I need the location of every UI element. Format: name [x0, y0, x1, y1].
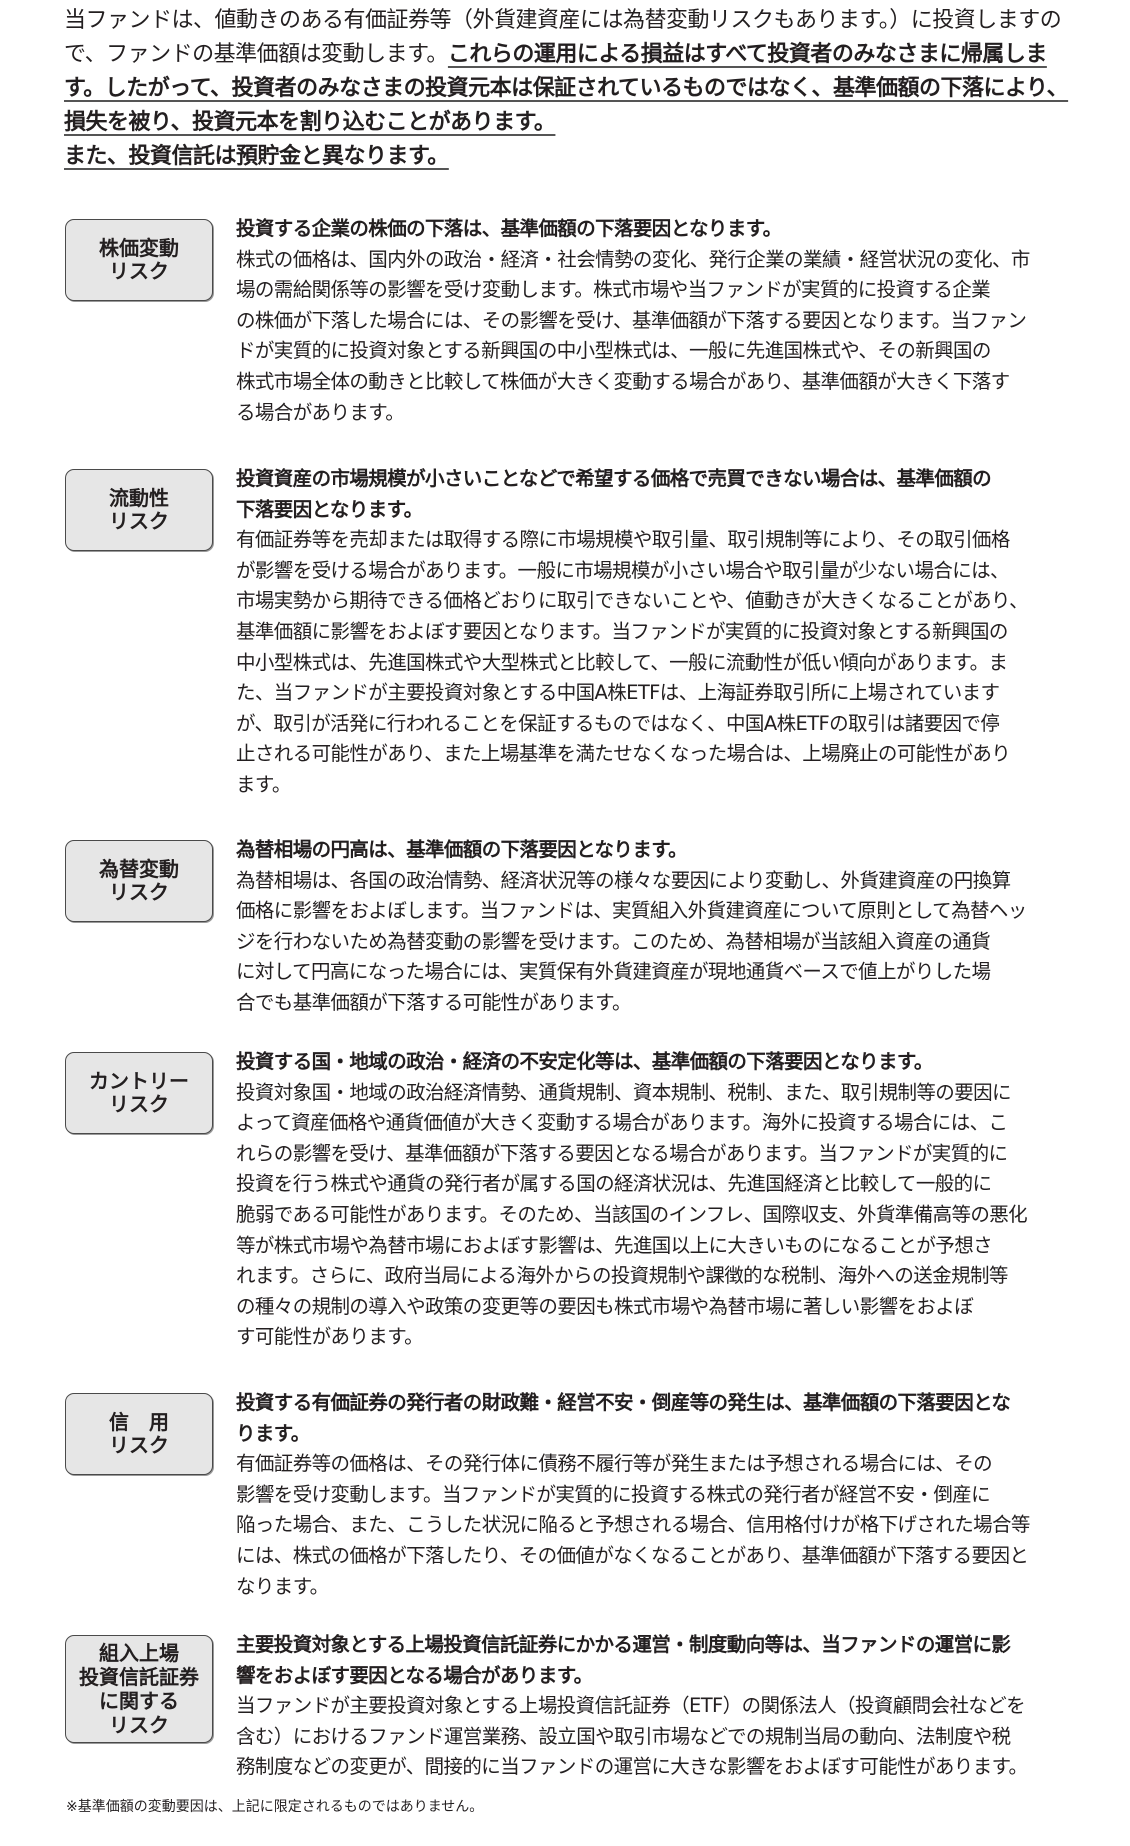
intro-line: す。したがって、投資者のみなさまの投資元本は保証されているものではなく、基準価額…: [64, 72, 1069, 106]
risk-body-line: なります。: [236, 1574, 329, 1598]
risk-heading: 響をおよぼす要因となる場合があります。: [236, 1663, 593, 1687]
risk-label-text: リスク: [109, 880, 169, 904]
risk-body-line: 当ファンドが主要投資対象とする上場投資信託証券（ETF）の関係法人（投資顧問会社…: [236, 1694, 1026, 1718]
risk-body-line: 脆弱である可能性があります。そのため、当該国のインフレ、国際収支、外貨準備高等の…: [236, 1202, 1028, 1226]
intro-line: また、投資信託は預貯金と異なります。: [64, 140, 1068, 174]
risk-label-text: リスク: [109, 1433, 169, 1457]
risk-heading: ります。: [236, 1421, 310, 1445]
risk-label-text: リスク: [109, 509, 169, 533]
risk-body-line: 投資を行う株式や通貨の発行者が属する国の経済状況は、先進国経済と比較して一般的に: [236, 1172, 992, 1196]
risk-body-line: る場合があります。: [236, 400, 405, 424]
risk-label-box: カントリーリスク: [65, 1052, 213, 1134]
risk-label-text: リスク: [109, 1713, 169, 1737]
risk-body-line: 価格に影響をおよぼします。当ファンドは、実質組入外貨建資産について原則として為替…: [236, 899, 1027, 923]
intro-disclaimer: 当ファンドは、値動きのある有価証券等（外貨建資産には為替変動リスクもあります。）…: [64, 4, 1069, 174]
risk-body-line: が、取引が活発に行われることを保証するものではなく、中国A株ETFの取引は諸要因…: [236, 711, 1000, 735]
intro-line: 当ファンドは、値動きのある有価証券等（外貨建資産には為替変動リスクもあります。）…: [64, 8, 1062, 33]
risk-body-line: 陥った場合、また、こうした状況に陥ると予想される場合、信用格付けが格下げされた場…: [236, 1513, 1030, 1537]
risk-description: 為替相場の円高は、基準価額の下落要因となります。為替相場は、各国の政治情勢、経済…: [236, 835, 1027, 1019]
risk-heading: 投資する国・地域の政治・経済の不安定化等は、基準価額の下落要因となります。: [236, 1050, 933, 1073]
risk-label-box: 為替変動リスク: [65, 840, 213, 922]
intro-line: 損失を被り、投資元本を割り込むことがあります。: [64, 106, 1068, 140]
risk-body-line: 有価証券等の価格は、その発行体に債務不履行等が発生または予想される場合には、その: [236, 1452, 993, 1476]
risk-label-text: 組入上場: [99, 1641, 179, 1665]
risk-heading: 下落要因となります。: [236, 497, 423, 521]
risk-body-line: よって資産価格や通貨価値が大きく変動する場合があります。海外に投資する場合には、…: [236, 1111, 1008, 1135]
risk-label-text: 流動性: [109, 486, 169, 510]
intro-emphasis: これらの運用による損益はすべて投資者のみなさまに帰属しま: [447, 42, 1047, 67]
risk-body-line: が影響を受ける場合があります。一般に市場規模が小さい場合や取引量が少ない場合には…: [236, 558, 1010, 582]
risk-body-line: ジを行わないため為替変動の影響を受けます。このため、為替相場が当該組入資産の通貨: [236, 929, 991, 953]
risk-body-line: 影響を受け変動します。当ファンドが実質的に投資する株式の発行者が経営不安・倒産に: [236, 1482, 991, 1506]
intro-emphasis: 損失を被り、投資元本を割り込むことがあります。: [64, 110, 556, 135]
risk-body-line: 有価証券等を売却または取得する際に市場規模や取引量、取引規制等により、その取引価…: [236, 528, 1010, 552]
risk-body-line: た、当ファンドが主要投資対象とする中国A株ETFは、上海証券取引所に上場されてい…: [236, 681, 1000, 705]
risk-label-text: 投資信託証券: [79, 1665, 199, 1689]
risk-description: 主要投資対象とする上場投資信託証券にかかる運営・制度動向等は、当ファンドの運営に…: [236, 1630, 1028, 1783]
risk-heading: 投資する企業の株価の下落は、基準価額の下落要因となります。: [236, 217, 782, 240]
risk-body-line: 合でも基準価額が下落する可能性があります。: [236, 990, 632, 1014]
risk-body-line: 基準価額に影響をおよぼす要因となります。当ファンドが実質的に投資対象とする新興国…: [236, 619, 1008, 643]
risk-body-line: 市場実勢から期待できる価格どおりに取引できないことや、値動きが大きくなることがあ…: [236, 589, 1029, 613]
intro-emphasis: また、投資信託は預貯金と異なります。: [64, 144, 449, 169]
risk-label-text: 株価変動: [99, 236, 179, 260]
risk-body-line: の種々の規制の導入や政策の変更等の要因も株式市場や為替市場に著しい影響をおよぼ: [236, 1294, 974, 1318]
risk-label-box: 組入上場投資信託証券に関するリスク: [65, 1635, 213, 1743]
risk-body-line: の株価が下落した場合には、その影響を受け、基準価額が下落する要因となります。当フ…: [236, 308, 1027, 332]
risk-body-line: れらの影響を受け、基準価額が下落する要因となる場合があります。当ファンドが実質的…: [236, 1141, 1008, 1165]
risk-body-line: には、株式の価格が下落したり、その価値がなくなることがあり、基準価額が下落する要…: [236, 1543, 1029, 1567]
risk-body-line: に対して円高になった場合には、実質保有外貨建資産が現地通貨ベースで値上がりした場: [236, 960, 991, 984]
intro-line: で、ファンドの基準価額は変動します。これらの運用による損益はすべて投資者のみなさ…: [64, 38, 1068, 72]
risk-label-text: リスク: [109, 1092, 169, 1116]
risk-body-line: ドが実質的に投資対象とする新興国の中小型株式は、一般に先進国株式や、その新興国の: [236, 339, 991, 363]
risk-body-line: 止される可能性があり、また上場基準を満たせなくなった場合は、上場廃止の可能性があ…: [236, 742, 1011, 766]
risk-description: 投資する国・地域の政治・経済の不安定化等は、基準価額の下落要因となります。投資対…: [236, 1047, 1028, 1353]
risk-body-line: 株式市場全体の動きと比較して株価が大きく変動する場合があり、基準価額が大きく下落…: [236, 369, 1010, 393]
intro-text: で、ファンドの基準価額は変動します。: [64, 42, 448, 67]
risk-body-line: 中小型株式は、先進国株式や大型株式と比較して、一般に流動性が低い傾向があります。…: [236, 650, 1008, 674]
risk-body-line: 投資対象国・地域の政治経済情勢、通貨規制、資本規制、税制、また、取引規制等の要因…: [236, 1080, 1012, 1104]
risk-description: 投資する有価証券の発行者の財政難・経営不安・倒産等の発生は、基準価額の下落要因と…: [236, 1388, 1030, 1602]
risk-description: 投資する企業の株価の下落は、基準価額の下落要因となります。株式の価格は、国内外の…: [236, 214, 1030, 428]
risk-label-text: カントリー: [89, 1069, 189, 1093]
risk-label-box: 株価変動リスク: [65, 219, 213, 301]
risk-heading: 主要投資対象とする上場投資信託証券にかかる運営・制度動向等は、当ファンドの運営に…: [236, 1633, 1011, 1656]
risk-body-line: 等が株式市場や為替市場におよぼす影響は、先進国以上に大きいものになることが予想さ: [236, 1233, 993, 1257]
risk-label-text: に関する: [99, 1689, 179, 1713]
risk-body-line: 株式の価格は、国内外の政治・経済・社会情勢の変化、発行企業の業績・経営状況の変化…: [236, 247, 1030, 271]
risk-heading: 投資資産の市場規模が小さいことなどで希望する価格で売買できない場合は、基準価額の: [236, 467, 992, 490]
risk-label-text: 信 用: [109, 1410, 169, 1434]
risk-description: 投資資産の市場規模が小さいことなどで希望する価格で売買できない場合は、基準価額の…: [236, 464, 1029, 801]
risk-body-line: れます。さらに、政府当局による海外からの投資規制や課徴的な税制、海外への送金規制…: [236, 1264, 1008, 1288]
risk-body-line: 務制度などの変更が、間接的に当ファンドの運営に大きな影響をおよぼす可能性がありま…: [236, 1755, 1028, 1779]
risk-heading: 為替相場の円高は、基準価額の下落要因となります。: [236, 838, 688, 861]
footnote: ※基準価額の変動要因は、上記に限定されるものではありません。: [66, 1799, 484, 1815]
risk-label-box: 信 用リスク: [65, 1393, 213, 1475]
risk-label-text: リスク: [109, 259, 169, 283]
risk-body-line: 含む）におけるファンド運営業務、設立国や取引市場などでの規制当局の動向、法制度や…: [236, 1724, 1011, 1748]
risk-body-line: ます。: [236, 772, 291, 796]
risk-body-line: 場の需給関係等の影響を受け変動します。株式市場や当ファンドが実質的に投資する企業: [236, 278, 991, 302]
intro-emphasis: す。したがって、投資者のみなさまの投資元本は保証されているものではなく、基準価額…: [64, 76, 1069, 101]
risk-heading: 投資する有価証券の発行者の財政難・経営不安・倒産等の発生は、基準価額の下落要因と…: [236, 1391, 1011, 1414]
risk-body-line: す可能性があります。: [236, 1325, 424, 1349]
risk-label-box: 流動性リスク: [65, 469, 213, 551]
risk-label-text: 為替変動: [99, 857, 179, 881]
risk-body-line: 為替相場は、各国の政治情勢、経済状況等の様々な要因により変動し、外貨建資産の円換…: [236, 868, 1011, 892]
